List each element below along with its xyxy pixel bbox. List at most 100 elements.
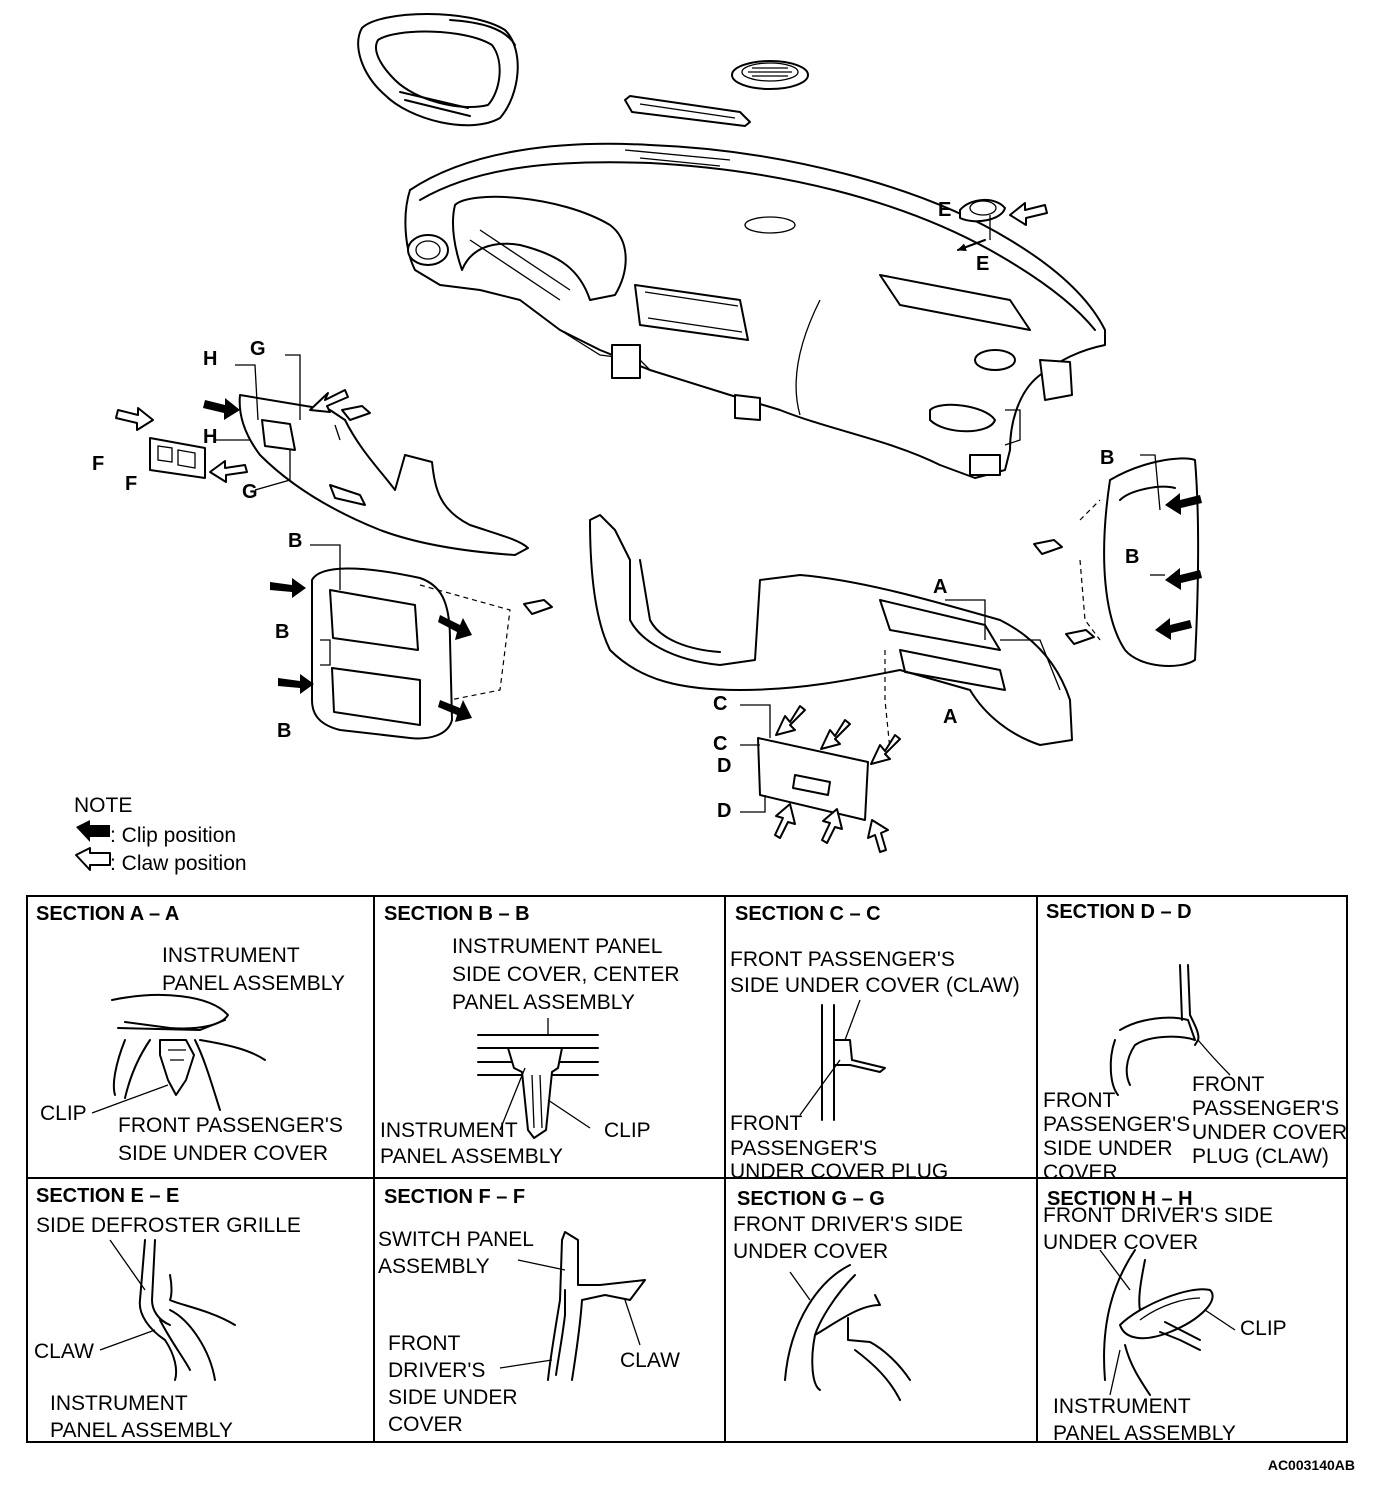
section-label: PASSENGER'S bbox=[730, 1137, 877, 1160]
section-label: SIDE UNDER COVER bbox=[118, 1142, 328, 1165]
section-label: DRIVER'S bbox=[388, 1359, 485, 1382]
clip-arrow-icon bbox=[76, 820, 110, 842]
note-clip: : Clip position bbox=[110, 824, 236, 847]
section-label: PANEL ASSEMBLY bbox=[380, 1145, 563, 1168]
section-label: PANEL ASSEMBLY bbox=[162, 972, 345, 995]
section-title: SECTION D – D bbox=[1046, 901, 1192, 923]
section-title: SECTION F – F bbox=[384, 1186, 525, 1208]
callout-h: H bbox=[203, 348, 217, 370]
note-legend: NOTE : Clip position : Claw position bbox=[74, 794, 247, 875]
clip-part bbox=[1065, 629, 1095, 645]
callout-f: F bbox=[92, 453, 104, 475]
section-label: UNDER COVER bbox=[1192, 1121, 1347, 1144]
section-label: INSTRUMENT PANEL bbox=[452, 935, 662, 958]
section-title: SECTION C – C bbox=[735, 903, 881, 925]
section-label: INSTRUMENT bbox=[50, 1392, 188, 1415]
callout-b: B bbox=[275, 621, 289, 643]
section-h: SECTION H – H FRONT DRIVER'S SIDE UNDER … bbox=[1043, 1188, 1287, 1445]
clip-arrows bbox=[203, 398, 1202, 722]
section-label: FRONT DRIVER'S SIDE bbox=[1043, 1204, 1273, 1227]
defroster-trim bbox=[624, 95, 751, 127]
section-title: SECTION G – G bbox=[737, 1188, 885, 1210]
callout-g: G bbox=[242, 481, 258, 503]
section-label: PANEL ASSEMBLY bbox=[1053, 1422, 1236, 1445]
callout-d: D bbox=[717, 755, 731, 777]
passenger-side-under-cover bbox=[757, 737, 869, 821]
center-panel-assembly bbox=[311, 567, 511, 740]
section-label: FRONT bbox=[1043, 1089, 1115, 1112]
section-title: SECTION A – A bbox=[36, 903, 179, 925]
section-a: SECTION A – A INSTRUMENT PANEL ASSEMBLY … bbox=[36, 903, 345, 1165]
section-label: UNDER COVER bbox=[733, 1240, 888, 1263]
section-label: FRONT PASSENGER'S bbox=[730, 948, 955, 971]
section-label: COVER bbox=[1043, 1161, 1118, 1184]
section-label: COVER bbox=[388, 1413, 463, 1436]
section-title: SECTION H – H bbox=[1047, 1188, 1193, 1210]
section-label: CLIP bbox=[604, 1119, 651, 1142]
section-f: SECTION F – F SWITCH PANEL ASSEMBLY FRON… bbox=[378, 1186, 680, 1436]
section-label: SIDE UNDER bbox=[1043, 1137, 1173, 1160]
driver-side-under-cover bbox=[238, 394, 529, 556]
callout-g: G bbox=[250, 338, 266, 360]
section-e: SECTION E – E SIDE DEFROSTER GRILLE CLAW… bbox=[34, 1185, 301, 1442]
section-label: INSTRUMENT bbox=[380, 1119, 518, 1142]
section-g: SECTION G – G FRONT DRIVER'S SIDE UNDER … bbox=[733, 1188, 963, 1401]
callout-labels: E E H G H G F F B B B B B A A C C D D bbox=[92, 199, 1139, 822]
section-label: FRONT DRIVER'S SIDE bbox=[733, 1213, 963, 1236]
section-title: SECTION B – B bbox=[384, 903, 530, 925]
section-label: ASSEMBLY bbox=[378, 1255, 490, 1278]
section-label: SIDE COVER, CENTER bbox=[452, 963, 680, 986]
clip-part bbox=[341, 405, 371, 421]
section-label: PANEL ASSEMBLY bbox=[50, 1419, 233, 1442]
callout-c: C bbox=[713, 733, 727, 755]
callout-d: D bbox=[717, 800, 731, 822]
callout-a: A bbox=[933, 576, 947, 598]
instrument-panel-side-cover bbox=[1103, 457, 1200, 667]
section-label: SWITCH PANEL bbox=[378, 1228, 534, 1251]
section-label: SIDE UNDER bbox=[388, 1386, 518, 1409]
callout-b: B bbox=[288, 530, 302, 552]
section-d: SECTION D – D FRONT PASSENGER'S SIDE UND… bbox=[1043, 901, 1347, 1184]
section-label: CLIP bbox=[1240, 1317, 1287, 1340]
callout-b: B bbox=[1125, 546, 1139, 568]
section-label: INSTRUMENT bbox=[162, 944, 300, 967]
section-label: CLAW bbox=[620, 1349, 680, 1372]
callout-b: B bbox=[1100, 447, 1114, 469]
section-label: PASSENGER'S bbox=[1192, 1097, 1339, 1120]
section-label: UNDER COVER PLUG bbox=[730, 1160, 948, 1183]
note-title: NOTE bbox=[74, 794, 132, 817]
section-label: CLIP bbox=[40, 1102, 87, 1125]
callout-e: E bbox=[938, 199, 951, 221]
switch-panel-assembly bbox=[149, 437, 206, 479]
callout-a: A bbox=[943, 706, 957, 728]
section-label: PLUG (CLAW) bbox=[1192, 1145, 1329, 1168]
speaker-grille bbox=[731, 60, 809, 90]
claw-arrows bbox=[115, 202, 1048, 853]
instrument-panel-assembly bbox=[404, 142, 1106, 479]
callout-e: E bbox=[976, 253, 989, 275]
section-label: CLAW bbox=[34, 1340, 94, 1363]
clip-part bbox=[1033, 539, 1063, 555]
callout-f: F bbox=[125, 473, 137, 495]
section-label: SIDE UNDER COVER (CLAW) bbox=[730, 974, 1020, 997]
section-label: SIDE DEFROSTER GRILLE bbox=[36, 1214, 301, 1237]
section-title: SECTION E – E bbox=[36, 1185, 179, 1207]
section-grid bbox=[26, 895, 1348, 1443]
callout-h: H bbox=[203, 426, 217, 448]
section-label: FRONT bbox=[388, 1332, 460, 1355]
claw-arrow-icon bbox=[75, 847, 111, 871]
section-leaders bbox=[215, 354, 1165, 813]
section-label: PASSENGER'S bbox=[1043, 1113, 1190, 1136]
section-label: FRONT PASSENGER'S bbox=[118, 1114, 343, 1137]
callout-c: C bbox=[713, 693, 727, 715]
side-defroster-grille bbox=[957, 199, 1006, 251]
clip-part bbox=[523, 599, 553, 615]
section-label: UNDER COVER bbox=[1043, 1231, 1198, 1254]
section-label: FRONT bbox=[1192, 1073, 1264, 1096]
note-claw: : Claw position bbox=[110, 852, 247, 875]
section-label: PANEL ASSEMBLY bbox=[452, 991, 635, 1014]
section-label: INSTRUMENT bbox=[1053, 1395, 1191, 1418]
figure-code: AC003140AB bbox=[1268, 1457, 1355, 1473]
section-c: SECTION C – C FRONT PASSENGER'S SIDE UND… bbox=[730, 903, 1020, 1183]
